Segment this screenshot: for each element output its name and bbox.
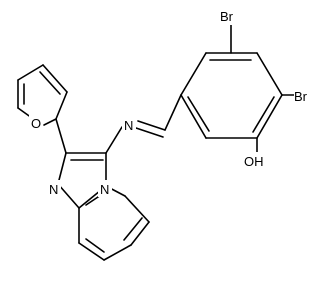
imine-nitrogen-label: N xyxy=(124,118,133,133)
imine-double-bond-b xyxy=(135,127,164,138)
ch-linker-bond xyxy=(164,94,182,131)
bromine-top-label: Br xyxy=(220,9,234,24)
bromine-right-label: Br xyxy=(294,89,308,104)
ring-nitrogen-lower-label: N xyxy=(100,182,109,197)
imine-double-bond-a xyxy=(137,120,166,131)
pyridine-ring xyxy=(78,185,150,261)
furan-oxygen-label: O xyxy=(31,116,41,131)
ring-nitrogen-upper-label: N xyxy=(49,182,58,197)
hydroxyl-label: OH xyxy=(244,154,264,169)
phenol-ring xyxy=(180,52,283,139)
furan-ring xyxy=(17,64,68,154)
n-imidazole-bond xyxy=(105,126,123,154)
